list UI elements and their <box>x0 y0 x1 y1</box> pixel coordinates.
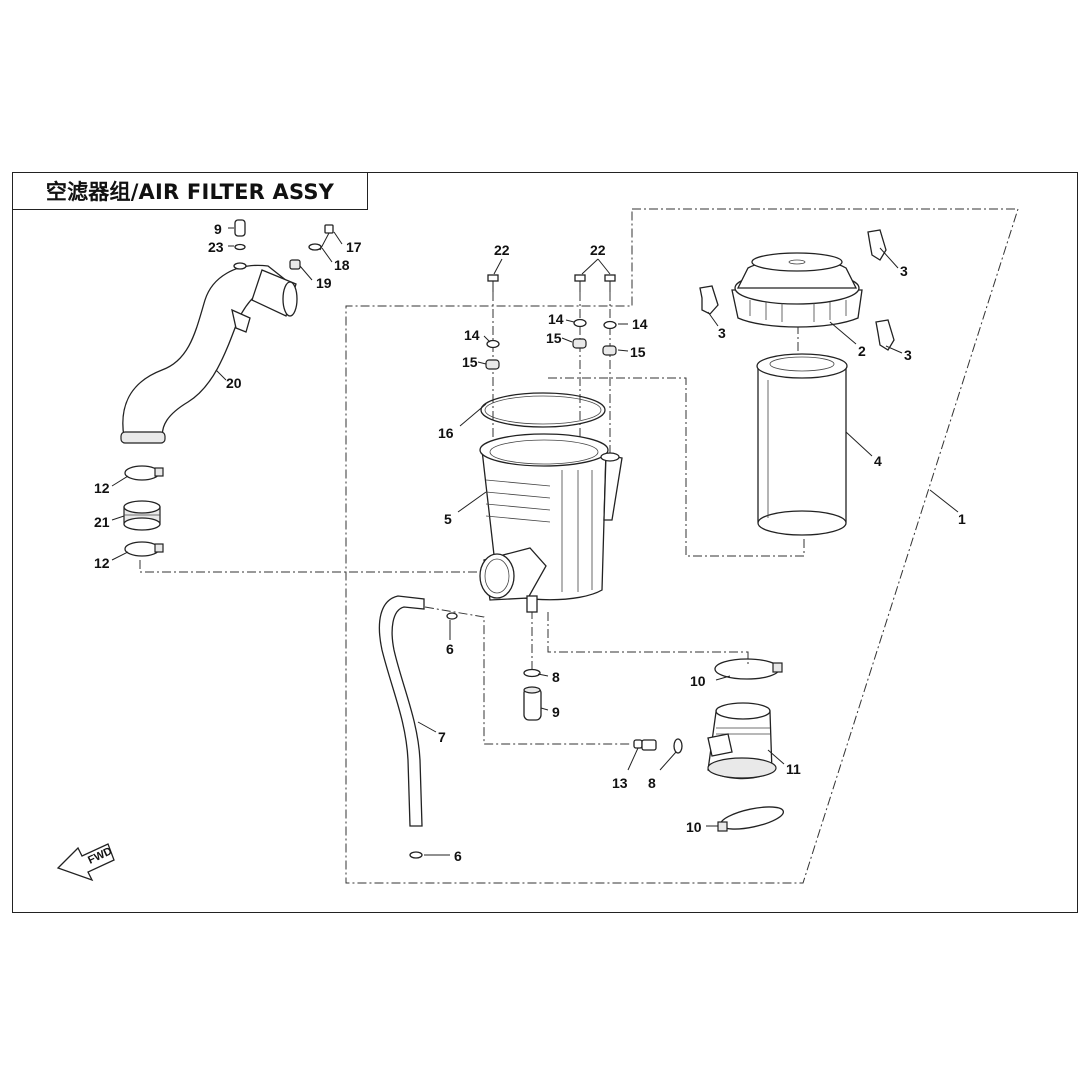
callout-12-lower: 12 <box>94 555 110 571</box>
callout-15-mid: 15 <box>546 330 562 346</box>
callout-14-mid: 14 <box>548 311 564 327</box>
hose-clamp-12-upper <box>124 465 164 481</box>
callout-11: 11 <box>786 761 801 777</box>
coupler-21 <box>123 500 161 531</box>
bolt-22-left <box>487 274 499 292</box>
bolt-22-right <box>604 274 616 292</box>
callout-3-left: 3 <box>718 325 726 341</box>
clamp-10-upper <box>714 658 783 680</box>
callout-14-right: 14 <box>632 316 648 332</box>
callout-8-fitting: 8 <box>648 775 656 791</box>
callout-5: 5 <box>444 511 452 527</box>
callout-22-left: 22 <box>494 242 510 258</box>
plug-9-top <box>234 219 246 251</box>
callout-13: 13 <box>612 775 628 791</box>
callout-9-top: 9 <box>214 221 222 237</box>
callout-20: 20 <box>226 375 242 391</box>
intake-duct-20 <box>120 262 298 444</box>
connector-line-breather <box>424 606 632 745</box>
callout-3-right: 3 <box>904 347 912 363</box>
clip-6-upper <box>446 612 458 620</box>
fwd-arrow-icon: FWD <box>56 843 115 882</box>
callout-19: 19 <box>316 275 332 291</box>
callout-14-left: 14 <box>464 327 480 343</box>
assembly-boundary <box>345 208 1019 884</box>
connector-line-filter <box>548 377 805 557</box>
callout-12-upper: 12 <box>94 480 110 496</box>
callout-3-top: 3 <box>900 263 908 279</box>
outlet-boot-11 <box>707 702 777 780</box>
bolt-17-washer-18-nut-19 <box>289 224 334 270</box>
callout-2: 2 <box>858 343 866 359</box>
clip-3-right <box>875 319 895 351</box>
clip-6-lower <box>409 851 423 859</box>
callout-23: 23 <box>208 239 224 255</box>
seal-ring-16 <box>480 392 606 428</box>
housing-cover-2 <box>731 252 863 328</box>
callout-18: 18 <box>334 257 350 273</box>
clamp-10-lower <box>717 806 785 832</box>
callout-21: 21 <box>94 514 110 530</box>
callout-6-upper: 6 <box>446 641 454 657</box>
callout-10-lower: 10 <box>686 819 702 835</box>
drain-plug-9 <box>523 686 542 721</box>
diagram-title: 空滤器组/AIR FILTER ASSY <box>45 180 335 204</box>
callout-9-drain: 9 <box>552 704 560 720</box>
bolt-22-mid <box>574 274 586 292</box>
grommet-15-mid <box>572 338 587 349</box>
title-box: 空滤器组/AIR FILTER ASSY <box>12 172 368 210</box>
callout-22-right: 22 <box>590 242 606 258</box>
clamp-8-drain <box>523 668 541 678</box>
callout-8-drain: 8 <box>552 669 560 685</box>
grommet-15-right <box>602 345 617 356</box>
breather-hose-7 <box>378 595 425 827</box>
hose-clamp-12-lower <box>124 541 164 557</box>
leader-lines <box>111 227 959 856</box>
grommet-15-left <box>485 359 500 370</box>
callout-4: 4 <box>874 453 882 469</box>
clip-3-left <box>699 285 719 315</box>
callout-1: 1 <box>958 511 966 527</box>
washer-14-mid <box>573 318 587 328</box>
clamp-8-fitting <box>673 738 683 754</box>
callout-6-lower: 6 <box>454 848 462 864</box>
clip-3-top <box>867 229 887 261</box>
callout-labels: 1 2 3 3 3 4 5 6 6 7 8 8 9 9 10 10 11 12 … <box>94 221 966 864</box>
filter-element-4 <box>756 353 848 536</box>
callout-17: 17 <box>346 239 362 255</box>
callout-16: 16 <box>438 425 454 441</box>
connector-line-outlet <box>547 612 749 665</box>
diagram-frame <box>12 172 1078 913</box>
callout-7: 7 <box>438 729 446 745</box>
callout-15-right: 15 <box>630 344 646 360</box>
connector-line-intake <box>139 560 480 573</box>
filter-housing-5 <box>479 433 623 613</box>
washer-14-left <box>486 339 500 349</box>
callout-15-left: 15 <box>462 354 478 370</box>
callout-10-upper: 10 <box>690 673 706 689</box>
washer-14-right <box>603 320 617 330</box>
